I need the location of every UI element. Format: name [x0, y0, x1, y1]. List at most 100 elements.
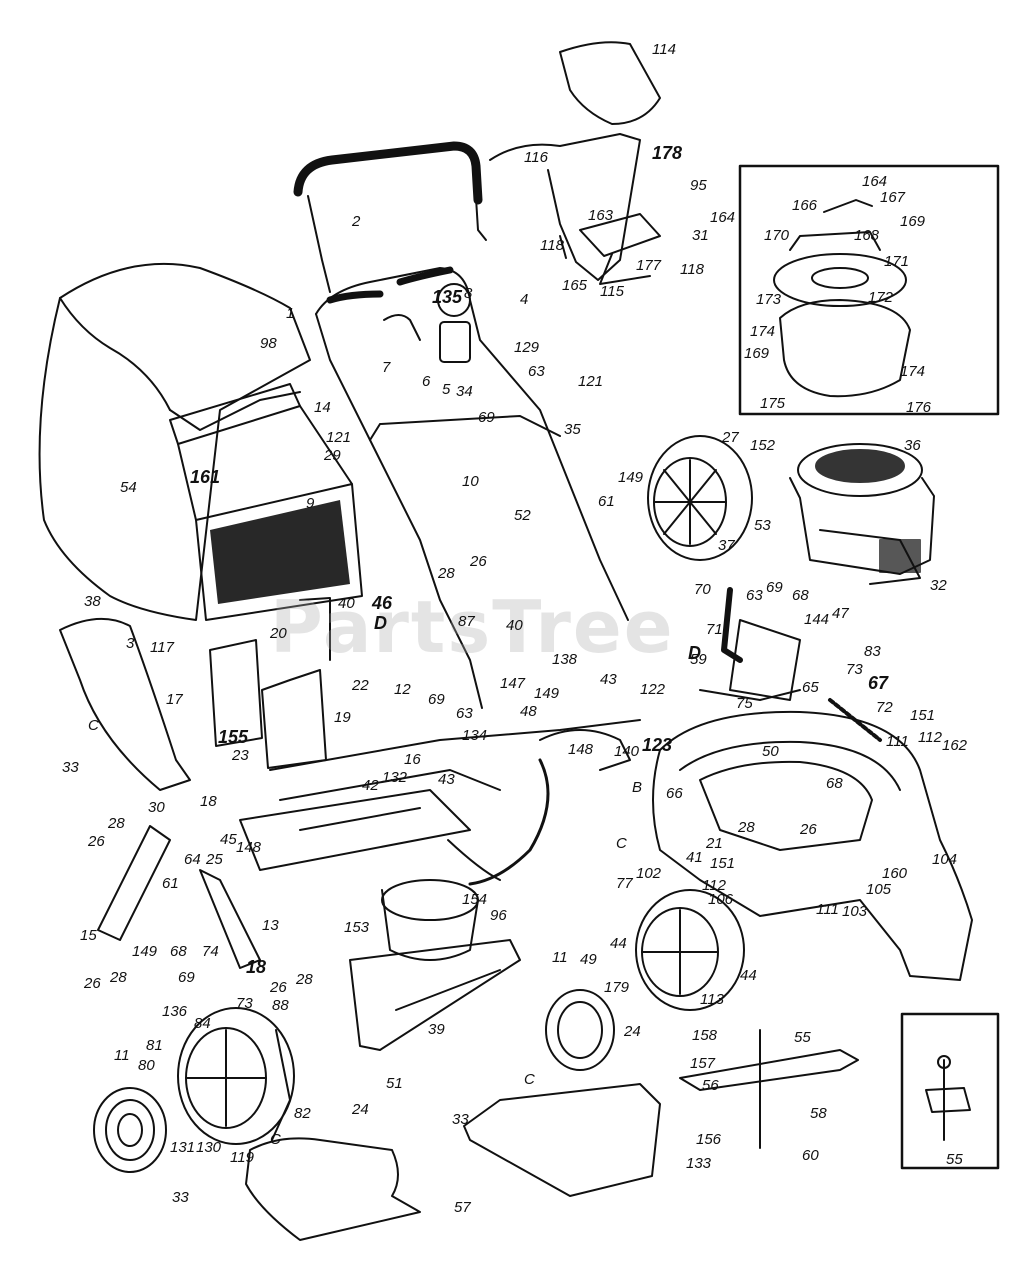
part-callout-50: 50 [762, 743, 779, 760]
part-callout-130: 130 [196, 1139, 222, 1156]
part-callout-48: 48 [520, 703, 537, 720]
part-callout-80: 80 [138, 1057, 155, 1074]
part-callout-102: 102 [636, 865, 662, 882]
part-callout-73: 73 [846, 661, 863, 678]
part-callout-36: 36 [904, 437, 921, 454]
part-callout-148: 148 [568, 741, 594, 758]
part-callout-65: 65 [802, 679, 819, 696]
drive-pulley [381, 879, 479, 961]
part-callout-148: 148 [236, 839, 262, 856]
part-callout-38: 38 [84, 593, 101, 610]
part-callout-105: 105 [866, 881, 892, 898]
part-callout-149: 149 [132, 943, 158, 960]
part-callout-114: 114 [652, 41, 676, 58]
part-callout-133: 133 [686, 1155, 712, 1172]
part-callout-55: 55 [946, 1151, 963, 1168]
part-callout-158: 158 [692, 1027, 718, 1044]
part-callout-26: 26 [470, 553, 487, 570]
part-callout-21: 21 [706, 835, 723, 852]
deck-cover-57 [245, 1137, 421, 1241]
part-callout-20: 20 [270, 625, 287, 642]
part-callout-69: 69 [428, 691, 445, 708]
part-callout-31: 31 [692, 227, 709, 244]
part-callout-123: 123 [642, 735, 673, 755]
part-callout-95: 95 [690, 177, 707, 194]
part-callout-169: 169 [744, 345, 770, 362]
part-callout-169: 169 [900, 213, 926, 230]
part-callout-162: 162 [942, 737, 968, 754]
part-callout-69: 69 [766, 579, 783, 596]
part-callout-40: 40 [338, 595, 355, 612]
part-callout-121: 121 [326, 429, 352, 446]
part-callout-63: 63 [528, 363, 545, 380]
part-callout-26: 26 [800, 821, 817, 838]
part-callout-70: 70 [694, 581, 711, 598]
part-callout-112: 112 [918, 729, 942, 746]
part-callout-10: 10 [462, 473, 479, 490]
part-callout-174: 174 [900, 363, 926, 380]
part-callout-151: 151 [910, 707, 936, 724]
blade-adapter-inset [900, 1012, 1000, 1170]
part-callout-D: D [688, 643, 701, 663]
part-callout-134: 134 [462, 727, 488, 744]
wheel-upper [647, 435, 753, 561]
side-door [209, 639, 263, 747]
part-callout-14: 14 [314, 399, 331, 416]
part-callout-17: 17 [166, 691, 183, 708]
spring [828, 698, 882, 742]
part-callout-155: 155 [218, 727, 249, 747]
mower-deck [652, 710, 973, 981]
part-callout-24: 24 [352, 1101, 369, 1118]
part-callout-138: 138 [552, 651, 578, 668]
part-callout-37: 37 [718, 537, 735, 554]
part-callout-154: 154 [462, 891, 488, 908]
part-callout-135: 135 [432, 287, 463, 307]
part-callout-168: 168 [854, 227, 880, 244]
part-callout-96: 96 [490, 907, 507, 924]
part-callout-34: 34 [456, 383, 473, 400]
part-callout-174: 174 [750, 323, 776, 340]
hubcap-right [545, 989, 615, 1071]
part-callout-4: 4 [520, 291, 529, 308]
part-callout-28: 28 [296, 971, 313, 988]
part-callout-25: 25 [206, 851, 223, 868]
rear-axle-assembly [239, 719, 641, 881]
part-callout-118: 118 [680, 261, 704, 278]
part-callout-82: 82 [294, 1105, 311, 1122]
part-callout-68: 68 [792, 587, 809, 604]
part-callout-33: 33 [172, 1189, 189, 1206]
part-callout-140: 140 [614, 743, 640, 760]
part-callout-164: 164 [862, 173, 888, 190]
right-height-lever [699, 587, 801, 701]
part-callout-176: 176 [906, 399, 932, 416]
part-callout-67: 67 [868, 673, 889, 693]
part-callout-47: 47 [832, 605, 849, 622]
part-callout-28: 28 [108, 815, 125, 832]
part-callout-16: 16 [404, 751, 421, 768]
part-callout-179: 179 [604, 979, 630, 996]
part-callout-64: 64 [184, 851, 201, 868]
deflector-bracket [489, 133, 661, 285]
part-callout-53: 53 [754, 517, 771, 534]
part-callout-178: 178 [652, 143, 683, 163]
part-callout-41: 41 [686, 849, 703, 866]
wheel-lower-left [177, 1007, 295, 1145]
part-callout-81: 81 [146, 1037, 163, 1054]
part-callout-75: 75 [736, 695, 753, 712]
part-callout-27: 27 [722, 429, 739, 446]
part-callout-163: 163 [588, 207, 614, 224]
part-callout-160: 160 [882, 865, 908, 882]
part-callout-170: 170 [764, 227, 790, 244]
part-callout-C: C [616, 835, 627, 852]
part-callout-131: 131 [170, 1139, 196, 1156]
part-callout-23: 23 [232, 747, 249, 764]
part-callout-44: 44 [610, 935, 627, 952]
part-callout-29: 29 [324, 447, 341, 464]
part-callout-63: 63 [746, 587, 763, 604]
part-callout-119: 119 [230, 1149, 254, 1166]
part-callout-24: 24 [624, 1023, 641, 1040]
part-callout-73: 73 [236, 995, 253, 1012]
part-callout-43: 43 [600, 671, 617, 688]
hubcap-left [93, 1087, 167, 1173]
